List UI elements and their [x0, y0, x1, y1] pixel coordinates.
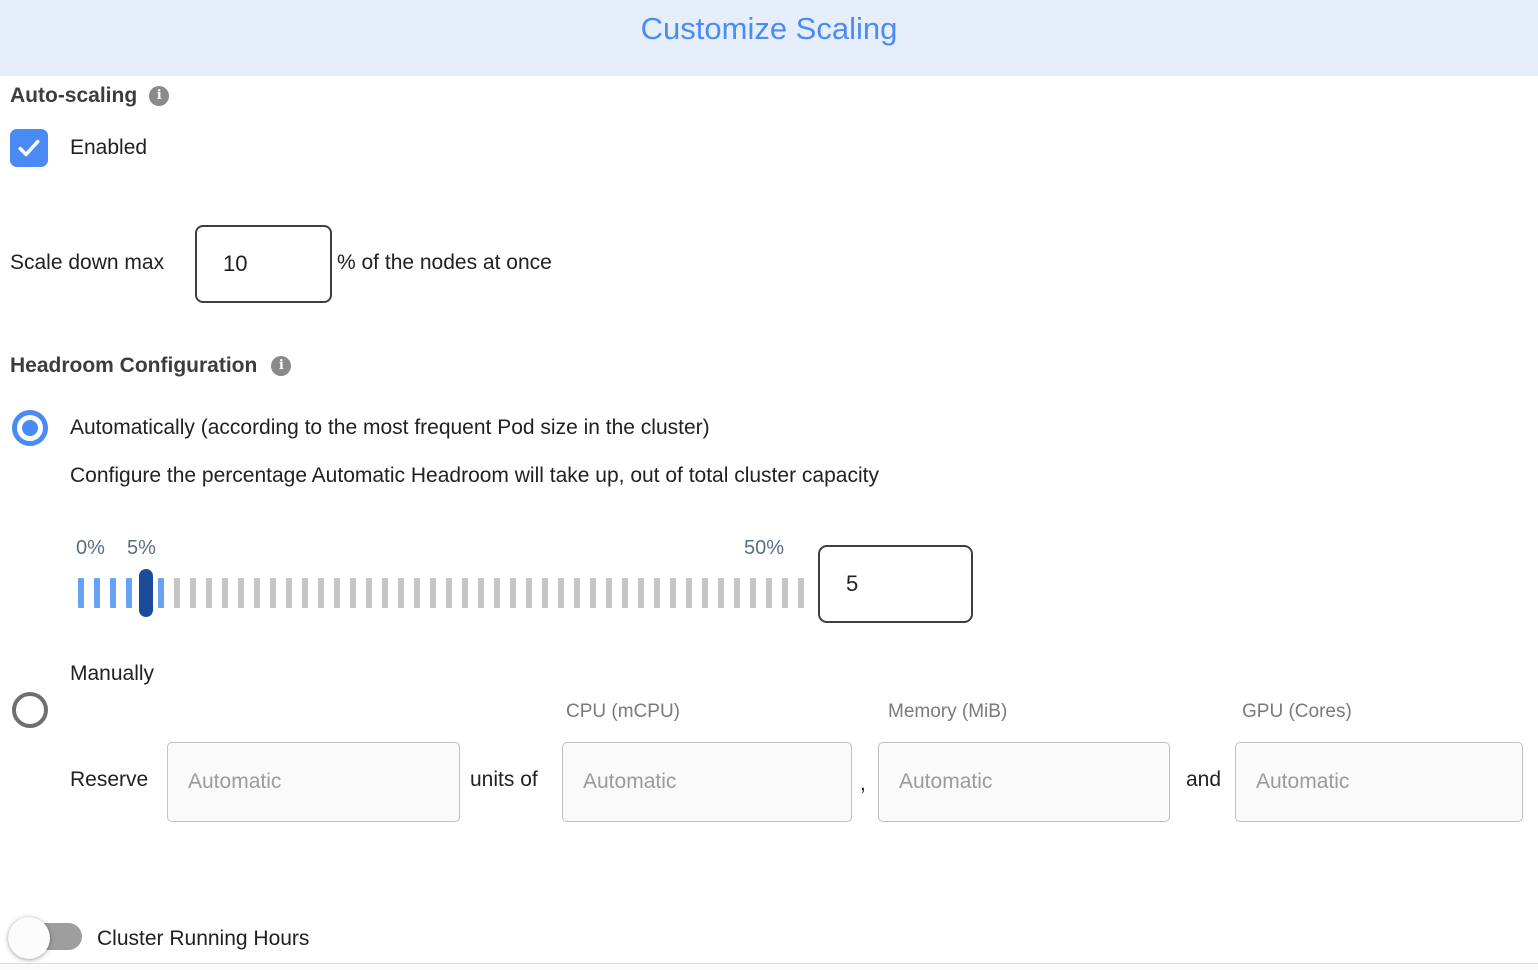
autoscaling-info-icon[interactable]: i [149, 86, 170, 106]
headroom-info-icon[interactable]: i [271, 356, 292, 376]
slider-tick [702, 578, 708, 608]
cluster-running-hours-label: Cluster Running Hours [97, 927, 310, 950]
slider-min-label: 0% [76, 537, 105, 559]
slider-tick [798, 578, 804, 608]
slider-tick [734, 578, 740, 608]
slider-tick [766, 578, 772, 608]
slider-tick [110, 578, 116, 608]
slider-tick [638, 578, 644, 608]
slider-tick [542, 578, 548, 608]
gpu-column-header: GPU (Cores) [1242, 701, 1352, 722]
slider-tick [334, 578, 340, 608]
slider-tick [190, 578, 196, 608]
slider-tick [510, 578, 516, 608]
slider-tick [654, 578, 660, 608]
page-title: Customize Scaling [640, 11, 898, 46]
manually-label[interactable]: Manually [70, 662, 155, 685]
slider-tick [622, 578, 628, 608]
slider-tick [462, 578, 468, 608]
slider-tick [302, 578, 308, 608]
reserve-memory-input[interactable] [878, 742, 1170, 822]
slider-tick [526, 578, 532, 608]
slider-tick [574, 578, 580, 608]
slider-tick [414, 578, 420, 608]
enabled-row: Enabled [10, 129, 147, 167]
slider-tick [94, 578, 100, 608]
reserve-gpu-input[interactable] [1235, 742, 1523, 822]
slider-tick [398, 578, 404, 608]
slider-tick [254, 578, 260, 608]
slider-tick [430, 578, 436, 608]
checkmark-icon [18, 139, 40, 157]
slider-tick [494, 578, 500, 608]
headroom-label: Headroom Configuration [10, 354, 258, 377]
headroom-section-header: Headroom Configuration i [10, 354, 292, 378]
manually-radio[interactable] [12, 692, 48, 728]
slider-tick [366, 578, 372, 608]
reserve-units-input[interactable] [167, 742, 460, 822]
slider-tick [78, 578, 84, 608]
enabled-checkbox[interactable] [10, 129, 48, 167]
reserve-label: Reserve [70, 768, 149, 791]
slider-tick [606, 578, 612, 608]
slider-tick [174, 578, 180, 608]
slider-tick [382, 578, 388, 608]
scale-down-prefix: Scale down max [10, 251, 165, 274]
slider-tick [158, 578, 164, 608]
autoscaling-label: Auto-scaling [10, 84, 138, 107]
slider-tick [238, 578, 244, 608]
cluster-running-hours-toggle-knob[interactable] [8, 917, 50, 959]
scale-down-max-input[interactable] [195, 225, 332, 303]
cpu-column-header: CPU (mCPU) [566, 701, 680, 722]
headroom-slider[interactable] [78, 569, 806, 617]
slider-tick [750, 578, 756, 608]
memory-column-header: Memory (MiB) [888, 701, 1008, 722]
automatically-radio[interactable] [12, 410, 48, 446]
reserve-cpu-input[interactable] [562, 742, 852, 822]
slider-tick [318, 578, 324, 608]
header-band: Customize Scaling [0, 0, 1538, 76]
slider-tick [782, 578, 788, 608]
slider-tick [670, 578, 676, 608]
slider-handle[interactable] [139, 569, 153, 617]
slider-tick [446, 578, 452, 608]
headroom-percentage-input[interactable] [818, 545, 973, 623]
enabled-label: Enabled [70, 136, 148, 159]
automatic-headroom-description: Configure the percentage Automatic Headr… [70, 464, 879, 487]
slider-tick [270, 578, 276, 608]
autoscaling-section-header: Auto-scaling i [10, 84, 170, 108]
slider-tick [286, 578, 292, 608]
and-label: and [1186, 768, 1222, 791]
slider-max-label: 50% [744, 537, 785, 559]
next-section-strip [0, 964, 1538, 970]
comma-separator: , [860, 772, 866, 795]
slider-tick [718, 578, 724, 608]
bottom-divider [0, 963, 1538, 964]
slider-tick [590, 578, 596, 608]
slider-tick [350, 578, 356, 608]
scale-down-suffix: % of the nodes at once [337, 251, 552, 274]
slider-tick [558, 578, 564, 608]
slider-tick [478, 578, 484, 608]
slider-tick [686, 578, 692, 608]
slider-tick [222, 578, 228, 608]
units-of-label: units of [470, 768, 538, 791]
automatically-label[interactable]: Automatically (according to the most fre… [70, 416, 710, 439]
slider-tick [126, 578, 132, 608]
slider-current-label: 5% [127, 537, 156, 559]
slider-tick [206, 578, 212, 608]
